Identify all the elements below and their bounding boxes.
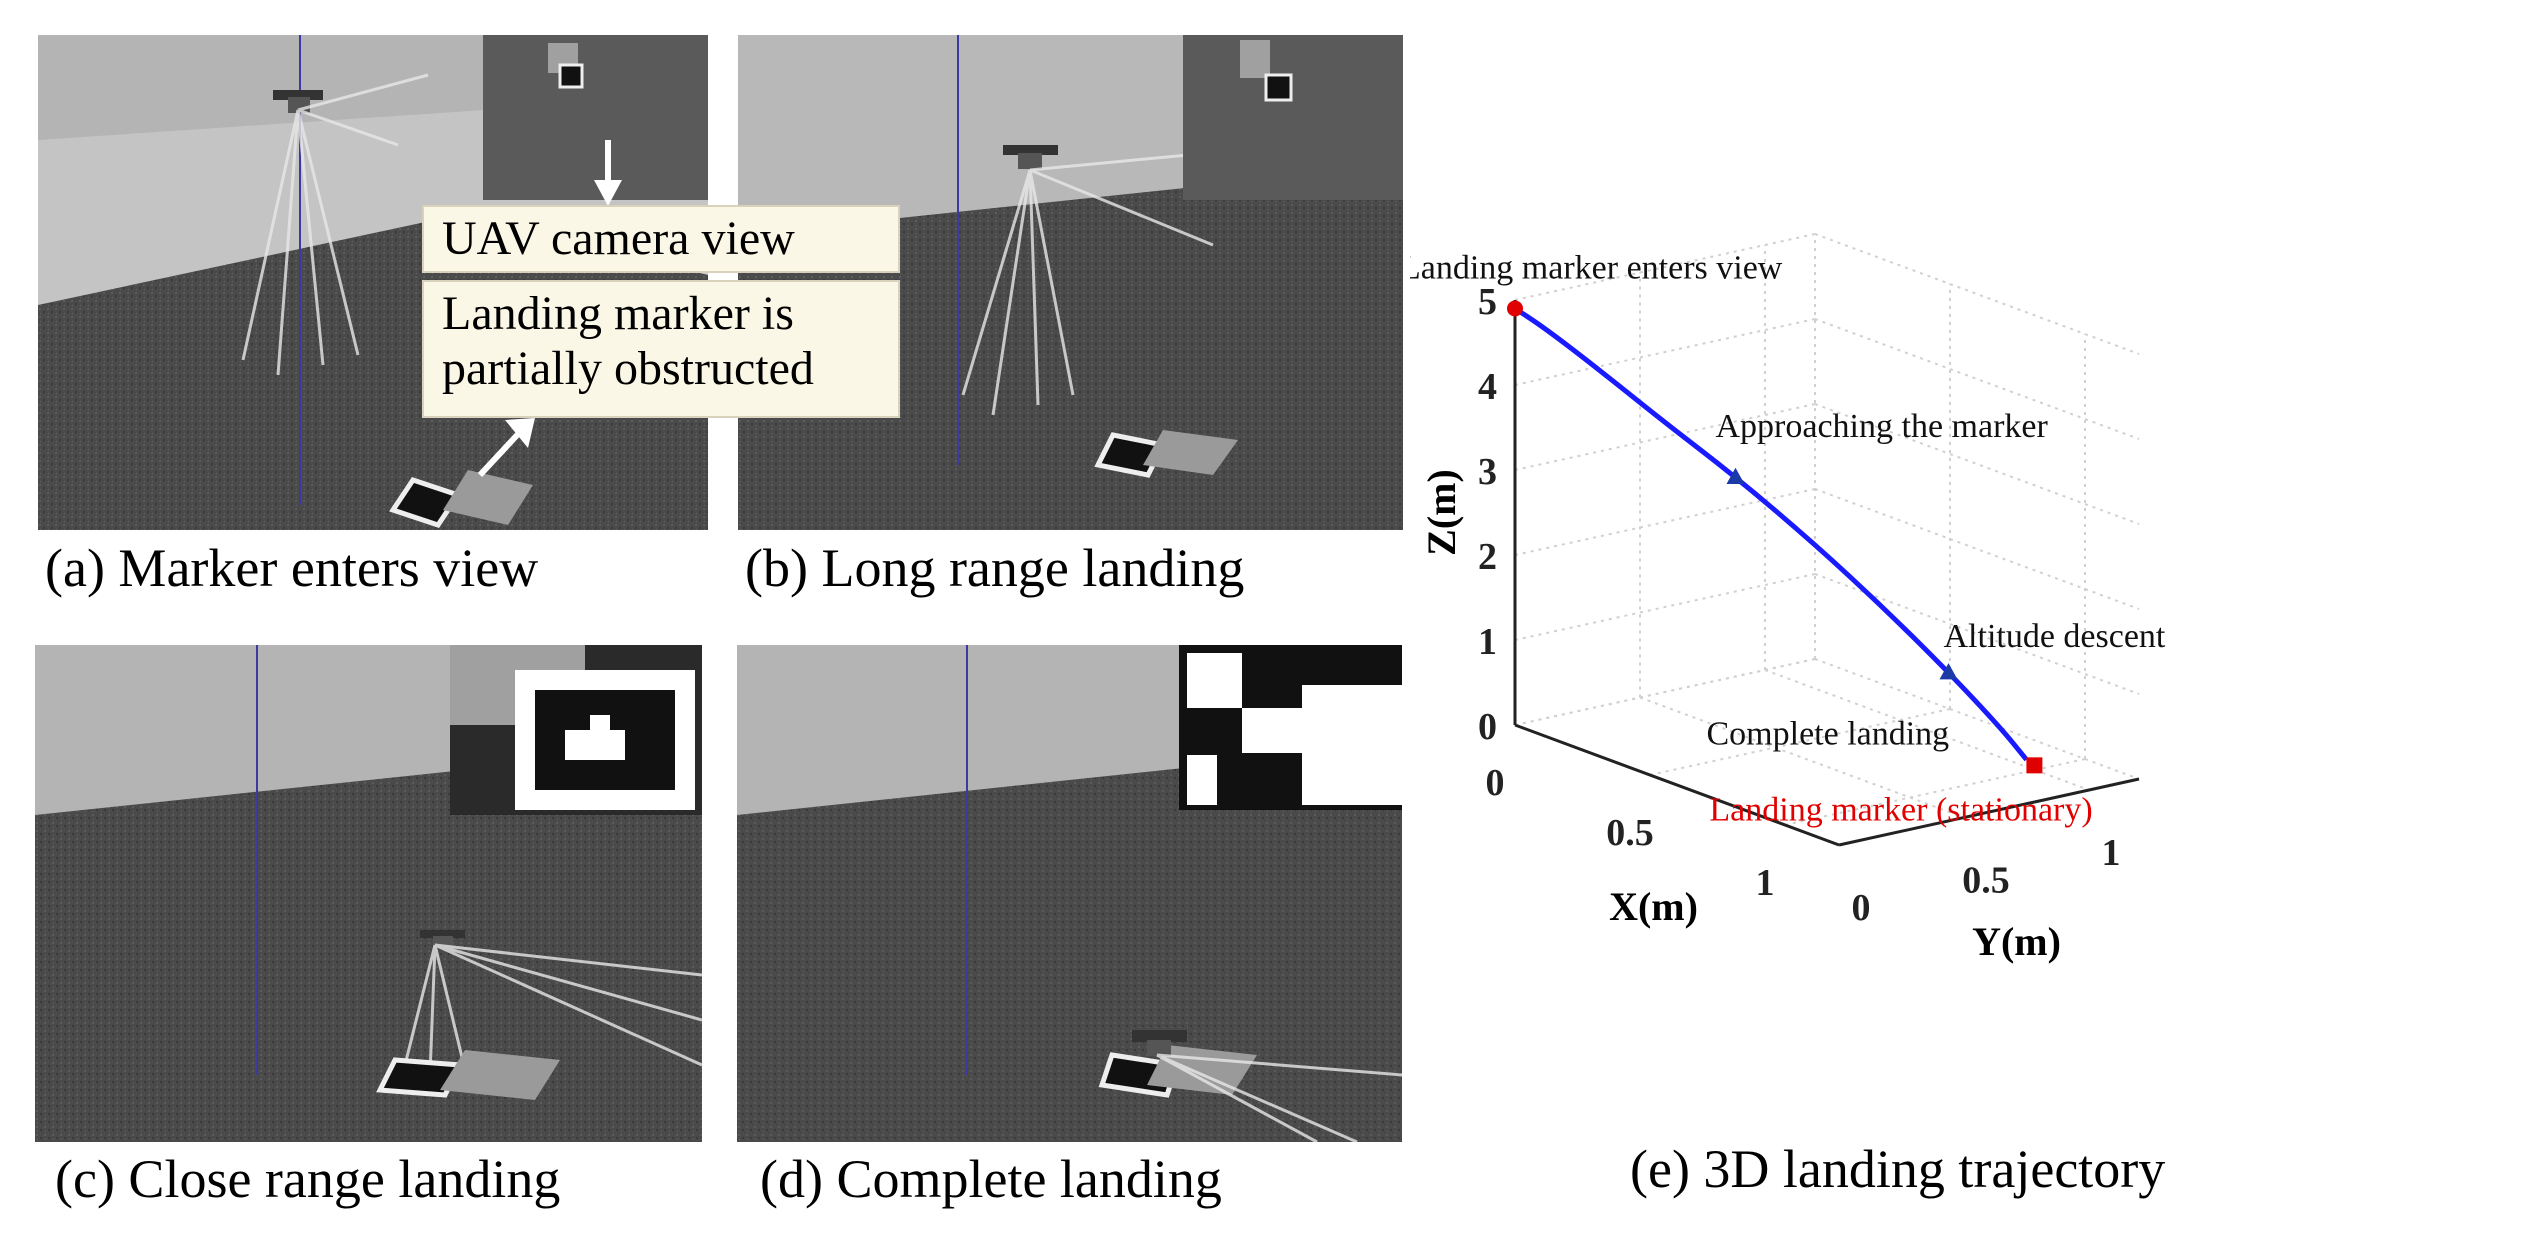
trajectory-annotation: Complete landing bbox=[1707, 716, 1950, 753]
landing-marker-icon bbox=[1094, 430, 1238, 478]
grid-line bbox=[1814, 318, 2140, 440]
z-axis-label: Z(m) bbox=[1419, 469, 1464, 556]
caption-e: (e) 3D landing trajectory bbox=[1630, 1139, 2166, 1199]
arrow-up-icon bbox=[477, 418, 535, 478]
y-axis-line bbox=[1838, 777, 2140, 847]
caption-c: (c) Close range landing bbox=[55, 1149, 561, 1209]
z-tick-label: 1 bbox=[1478, 621, 1497, 663]
callout-obstructed-line1: Landing marker is bbox=[442, 287, 794, 340]
chart-ticks: 0 1 2 3 4 5 0 0.5 1 0 0.5 1 bbox=[1478, 281, 2121, 929]
z-tick-label: 3 bbox=[1478, 451, 1497, 493]
caption-d: (d) Complete landing bbox=[760, 1149, 1222, 1209]
callout-marker-obstructed: Landing marker is partially obstructed bbox=[422, 280, 900, 418]
landing-marker-icon bbox=[389, 470, 533, 528]
landing-marker-icon bbox=[376, 1050, 560, 1100]
grid-line bbox=[1814, 403, 2140, 525]
callout-camera-view-text: UAV camera view bbox=[442, 212, 795, 265]
x-tick-label: 0 bbox=[1486, 762, 1505, 804]
x-tick-label: 0.5 bbox=[1606, 812, 1654, 854]
y-tick-label: 0 bbox=[1852, 887, 1871, 929]
drone-icon bbox=[1003, 145, 1058, 169]
panel-d-image bbox=[737, 645, 1402, 1142]
panel-c-image bbox=[35, 645, 702, 1142]
caption-a: (a) Marker enters view bbox=[45, 538, 539, 598]
landing-marker-point bbox=[2026, 757, 2043, 774]
grid-line bbox=[1514, 658, 1816, 726]
trajectory-annotation: Approaching the marker bbox=[1716, 408, 2049, 445]
landing-marker-label: Landing marker (stationary) bbox=[1709, 791, 2092, 828]
grid-line bbox=[1649, 708, 1951, 776]
chart-axes bbox=[1513, 300, 2140, 847]
grid-line bbox=[1764, 669, 2090, 791]
waypoint-marker bbox=[1939, 663, 1958, 680]
trajectory-annotation: Altitude descent bbox=[1944, 618, 2166, 655]
callout-obstructed-line2: partially obstructed bbox=[442, 342, 814, 396]
y-tick-label: 1 bbox=[2102, 832, 2121, 874]
z-tick-label: 5 bbox=[1478, 281, 1497, 323]
x-axis-line bbox=[1514, 723, 1840, 847]
drone-icon bbox=[1132, 1030, 1187, 1056]
callout-camera-view: UAV camera view bbox=[422, 205, 900, 273]
z-tick-label: 4 bbox=[1478, 366, 1497, 408]
grid-line bbox=[1814, 658, 2140, 780]
trajectory-annotation: Landing marker enters view bbox=[1410, 250, 1783, 287]
x-tick-label: 1 bbox=[1756, 862, 1775, 904]
grid-line bbox=[1514, 233, 1816, 301]
grid-line bbox=[1514, 573, 1816, 641]
grid-line bbox=[1784, 758, 2086, 826]
grid-line bbox=[1514, 488, 1816, 556]
x-axis-label: X(m) bbox=[1609, 884, 1698, 929]
grid-line bbox=[1814, 233, 2140, 355]
waypoint-marker bbox=[1726, 467, 1745, 484]
chart-grid bbox=[1514, 233, 2140, 846]
trajectory-chart: 0 1 2 3 4 5 0 0.5 1 0 0.5 1 Landing marker enters v… bbox=[1410, 233, 2166, 964]
z-tick-label: 2 bbox=[1478, 536, 1497, 578]
caption-b: (b) Long range landing bbox=[745, 538, 1245, 598]
y-tick-label: 0.5 bbox=[1962, 860, 2010, 902]
grid-line bbox=[1639, 696, 1965, 819]
y-axis-label: Y(m) bbox=[1972, 919, 2061, 964]
grid-line bbox=[1814, 488, 2140, 610]
z-tick-label: 0 bbox=[1478, 706, 1497, 748]
grid-line bbox=[1514, 318, 1816, 386]
grid-line bbox=[1514, 403, 1816, 471]
arrow-down-icon bbox=[594, 140, 622, 206]
start-point-marker bbox=[1507, 300, 1523, 317]
